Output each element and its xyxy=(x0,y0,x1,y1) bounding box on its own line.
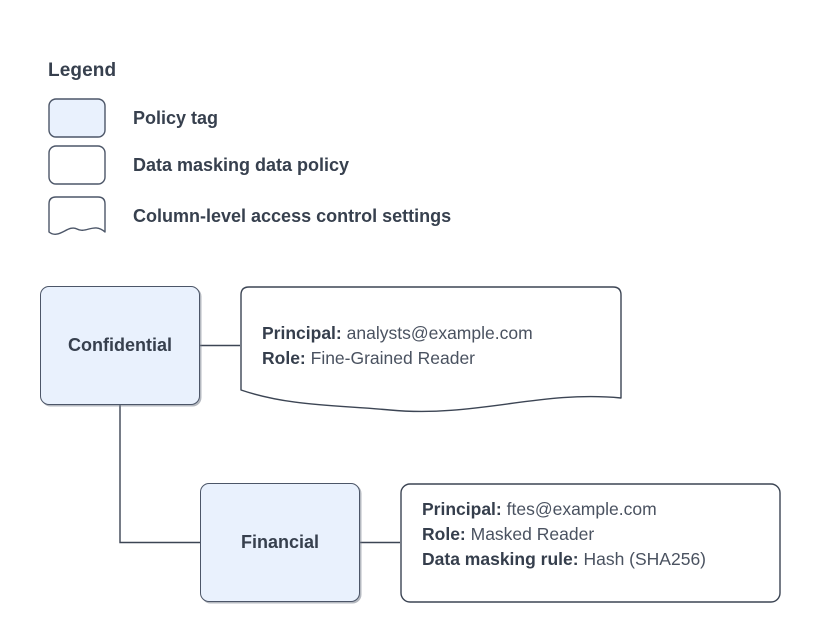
rounded-callout-shape xyxy=(400,483,781,603)
legend-item-data-masking-policy: Data masking data policy xyxy=(48,145,608,189)
detail-line: Role: Masked Reader xyxy=(422,522,706,547)
financial-details-callout[interactable]: Principal: ftes@example.com Role: Masked… xyxy=(400,483,782,604)
detail-key: Role: xyxy=(262,348,306,368)
detail-value: Hash (SHA256) xyxy=(583,549,707,569)
detail-line: Data masking rule: Hash (SHA256) xyxy=(422,547,706,572)
legend-title: Legend xyxy=(48,60,117,81)
legend-item-access-control-settings: Column-level access control settings xyxy=(48,196,608,240)
policy-tag-swatch-icon xyxy=(48,98,106,138)
node-label: Financial xyxy=(240,532,320,552)
access-settings-swatch-icon xyxy=(48,196,106,236)
detail-text-block: Principal: ftes@example.com Role: Masked… xyxy=(422,497,706,572)
detail-key: Role: xyxy=(422,524,466,544)
detail-key: Principal: xyxy=(262,323,342,343)
node-label: Confidential xyxy=(68,335,172,355)
node-confidential[interactable]: Confidential xyxy=(40,286,200,405)
detail-key: Principal: xyxy=(422,499,502,519)
detail-value: ftes@example.com xyxy=(506,499,657,519)
legend-item-policy-tag: Policy tag xyxy=(48,98,608,142)
detail-line: Role: Fine-Grained Reader xyxy=(262,346,533,371)
detail-line: Principal: analysts@example.com xyxy=(262,321,533,346)
edge-confidential-to-financial xyxy=(119,405,200,544)
wavy-callout-shape xyxy=(240,286,622,413)
node-financial[interactable]: Financial xyxy=(200,483,360,602)
detail-key: Data masking rule: xyxy=(422,549,579,569)
confidential-details-callout[interactable]: Principal: analysts@example.com Role: Fi… xyxy=(240,286,622,413)
detail-text-block: Principal: analysts@example.com Role: Fi… xyxy=(262,321,533,371)
legend-label: Data masking data policy xyxy=(133,155,350,175)
detail-value: Fine-Grained Reader xyxy=(310,348,476,368)
legend-label: Policy tag xyxy=(133,108,219,128)
legend-label: Column-level access control settings xyxy=(133,206,452,226)
detail-line: Principal: ftes@example.com xyxy=(422,497,706,522)
data-policy-swatch-icon xyxy=(48,145,106,185)
detail-value: Masked Reader xyxy=(470,524,595,544)
detail-value: analysts@example.com xyxy=(346,323,533,343)
